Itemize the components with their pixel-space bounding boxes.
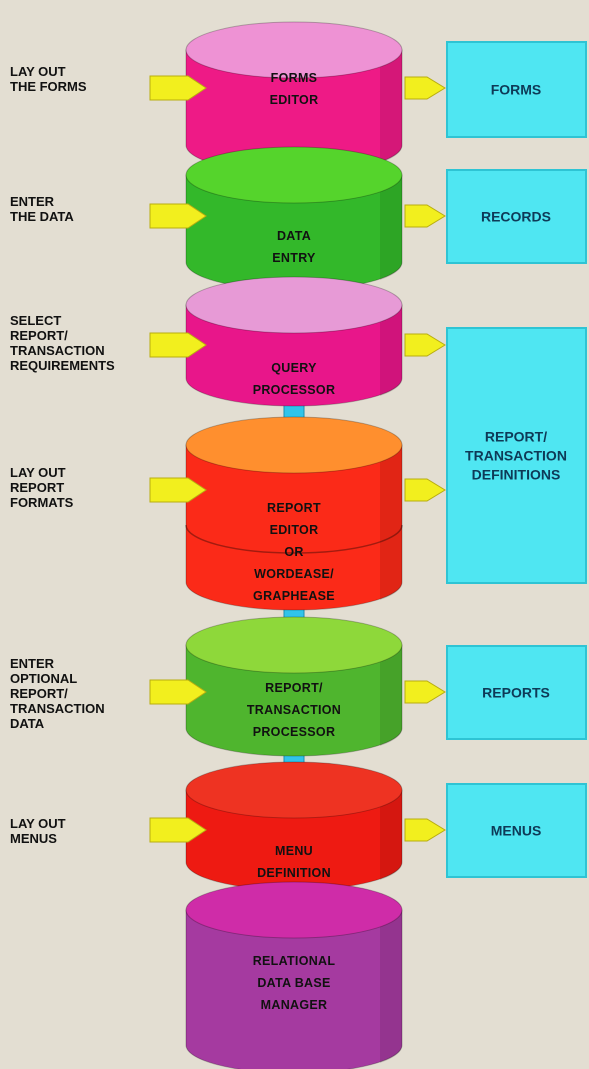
input-label-select-report: SELECT REPORT/ TRANSACTION REQUIREMENTS [10, 313, 115, 373]
input-arrow-lay-out-forms [149, 75, 207, 101]
module-cylinder-report-transaction-processor: REPORT/TRANSACTION PROCESSOR [185, 616, 403, 757]
output-arrow [404, 478, 446, 502]
input-label-lay-out-menus: LAY OUT MENUS [10, 816, 66, 846]
input-label-lay-out-report: LAY OUT REPORT FORMATS [10, 465, 74, 510]
cylinder-shade [380, 50, 403, 163]
cylinder-shade [380, 645, 403, 746]
module-label-line: PROCESSOR [253, 725, 336, 739]
module-label-line: PROCESSOR [253, 383, 336, 397]
module-label-line: DATA [277, 229, 311, 243]
output-box-shape [446, 169, 587, 264]
module-label-line: REPORT [267, 501, 321, 515]
cylinder-shade [380, 175, 403, 280]
cylinder-body [185, 444, 403, 611]
input-arrow-enter-data [149, 203, 207, 229]
cylinder-top [185, 21, 403, 79]
cylinder-top [185, 761, 403, 819]
cylinder-top [185, 616, 403, 674]
output-label-line: TRANSACTION [465, 448, 567, 464]
cylinder-body [185, 304, 403, 407]
cylinder-seam [185, 524, 403, 554]
output-arrow [404, 76, 446, 100]
output-label-line: DEFINITIONS [472, 467, 561, 483]
module-cylinder-forms-editor: FORMS EDITOR [185, 21, 403, 174]
module-label-line: REPORT/ [265, 681, 323, 695]
module-label-line: MENU [275, 844, 313, 858]
output-arrow [404, 680, 446, 704]
output-label-line: MENUS [491, 823, 542, 839]
module-label-line: FORMS [271, 71, 318, 85]
module-label-line: DEFINITION [257, 866, 331, 880]
input-label-lay-out-forms: LAY OUT THE FORMS [10, 64, 87, 94]
output-box-shape [446, 327, 587, 584]
input-label-enter-data: ENTER THE DATA [10, 194, 74, 224]
cylinder-top [185, 276, 403, 334]
module-label-line: EDITOR [270, 523, 319, 537]
input-label-enter-optional: ENTER OPTIONAL REPORT/ TRANSACTION DATA [10, 656, 105, 731]
output-label-line: FORMS [491, 82, 542, 98]
module-label-line: MANAGER [261, 998, 328, 1012]
module-label-line: EDITOR [270, 93, 319, 107]
output-arrow [404, 333, 446, 357]
cylinder-top [185, 146, 403, 204]
module-cylinder-report-editor: REPORT EDITOR OR WORDEASE/GRAPHEASE [185, 416, 403, 611]
output-label-line: REPORTS [482, 685, 550, 701]
output-box-shape [446, 645, 587, 740]
cylinder-shade [380, 910, 403, 1063]
module-cylinder-relational-data-base-manager: RELATIONAL DATA BASE MANAGER [185, 881, 403, 1069]
module-label-line: GRAPHEASE [253, 589, 335, 603]
output-arrow [404, 818, 446, 842]
output-arrow [404, 204, 446, 228]
module-label-line: ENTRY [272, 251, 316, 265]
module-label-line: WORDEASE/ [254, 567, 334, 581]
output-box-forms: FORMS [446, 41, 587, 138]
output-box-menus: MENUS [446, 783, 587, 878]
cylinder-top [185, 881, 403, 939]
cylinder-body [185, 644, 403, 757]
cylinder-shade [380, 445, 403, 600]
output-label-line: REPORT/ [485, 429, 547, 445]
input-arrow-lay-out-report [149, 477, 207, 503]
module-label-line: OR [284, 545, 303, 559]
module-cylinder-menu-definition: MENU DEFINITION [185, 761, 403, 891]
cylinder-shade [380, 790, 403, 880]
output-label-line: RECORDS [481, 209, 551, 225]
output-box-records: RECORDS [446, 169, 587, 264]
output-box-shape [446, 41, 587, 138]
output-box-reports: REPORTS [446, 645, 587, 740]
module-cylinder-data-entry: DATA ENTRY [185, 146, 403, 291]
output-box-report-transaction-definitions: REPORT/TRANSACTION DEFINITIONS [446, 327, 587, 584]
module-label-line: RELATIONAL [253, 954, 336, 968]
input-arrow-enter-optional [149, 679, 207, 705]
module-label-line: TRANSACTION [247, 703, 341, 717]
input-arrow-lay-out-menus [149, 817, 207, 843]
output-box-shape [446, 783, 587, 878]
cylinder-shade [380, 305, 403, 396]
module-label-line: DATA BASE [257, 976, 330, 990]
module-label-line: QUERY [271, 361, 317, 375]
input-arrow-select-report [149, 332, 207, 358]
cylinder-body [185, 909, 403, 1069]
module-cylinder-query-processor: QUERY PROCESSOR [185, 276, 403, 407]
cylinder-top [185, 416, 403, 474]
